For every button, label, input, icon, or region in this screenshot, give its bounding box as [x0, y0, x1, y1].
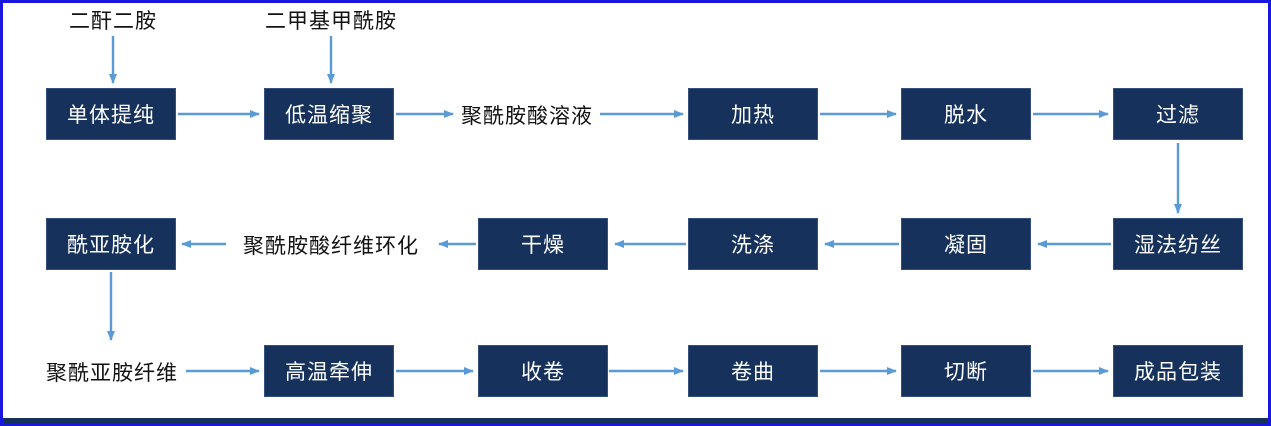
process-box-drying: 干燥	[478, 218, 608, 270]
process-box-heating: 加热	[688, 88, 818, 140]
process-box-finished-packaging: 成品包装	[1113, 345, 1243, 397]
process-box-imidization: 酰亚胺化	[46, 218, 176, 270]
process-box-dehydration: 脱水	[901, 88, 1031, 140]
process-box-winding: 收卷	[478, 345, 608, 397]
process-box-coagulation: 凝固	[901, 218, 1031, 270]
process-box-low-temp-polycondensation: 低温缩聚	[264, 88, 394, 140]
output-label-polyimide-fiber: 聚酰亚胺纤维	[46, 361, 178, 385]
footer-divider-bar	[3, 418, 1268, 423]
input-label-dimethylformamide: 二甲基甲酰胺	[265, 9, 397, 33]
process-box-filtration: 过滤	[1113, 88, 1243, 140]
input-label-dianhydride-diamine: 二酐二胺	[69, 9, 157, 33]
process-box-wet-spinning: 湿法纺丝	[1113, 218, 1243, 270]
flow-arrows	[107, 36, 1182, 375]
process-box-high-temp-drawing: 高温牵伸	[264, 345, 394, 397]
process-box-washing: 洗涤	[688, 218, 818, 270]
process-box-monomer-purification: 单体提纯	[46, 88, 176, 140]
process-box-crimping: 卷曲	[688, 345, 818, 397]
intermediate-label-polyamic-acid-solution: 聚酰胺酸溶液	[461, 104, 593, 128]
process-box-cutting: 切断	[901, 345, 1031, 397]
intermediate-label-polyamic-acid-fiber-cyclization: 聚酰胺酸纤维环化	[243, 234, 419, 258]
